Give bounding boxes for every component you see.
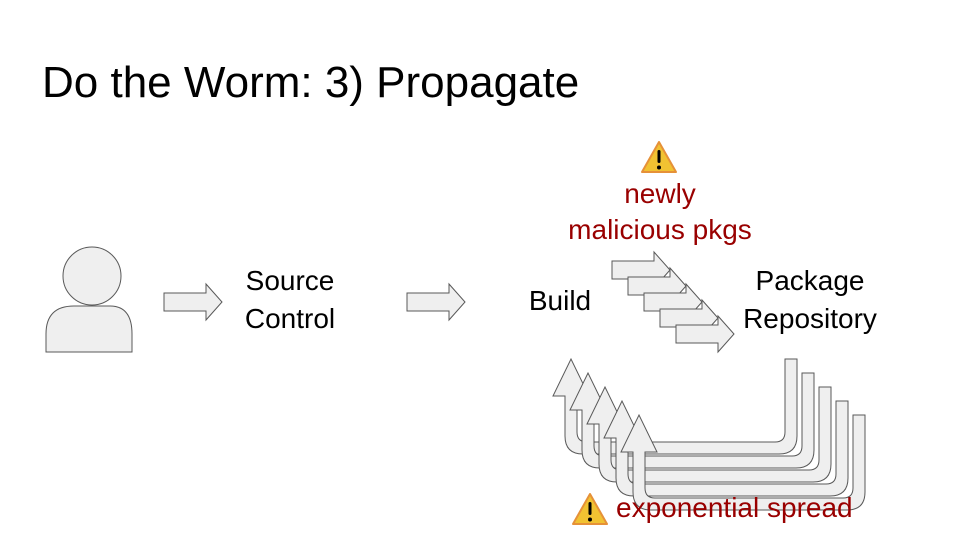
build-to-repository-arrows xyxy=(611,251,735,353)
callout-exponential-spread: exponential spread xyxy=(616,492,853,523)
source-control-line2: Control xyxy=(244,303,336,334)
node-source-control: Source Control xyxy=(230,262,350,338)
warning-icon xyxy=(572,493,608,525)
callout-newly-malicious-line2: malicious pkgs xyxy=(568,214,752,245)
callout-newly-malicious: newly malicious pkgs xyxy=(540,176,780,248)
slide-title: Do the Worm: 3) Propagate xyxy=(42,58,580,107)
arrow-right-icon xyxy=(406,283,466,321)
repository-to-build-arrows xyxy=(552,358,866,511)
node-build: Build xyxy=(528,285,592,316)
person-icon xyxy=(45,246,133,353)
package-repository-line2: Repository xyxy=(743,303,877,334)
callout-newly-malicious-line1: newly xyxy=(624,178,696,209)
warning-icon xyxy=(641,141,677,173)
node-package-repository: Package Repository xyxy=(730,262,890,338)
package-repository-line1: Package xyxy=(755,265,865,296)
arrow-right-icon xyxy=(163,283,223,321)
source-control-line1: Source xyxy=(245,265,335,296)
